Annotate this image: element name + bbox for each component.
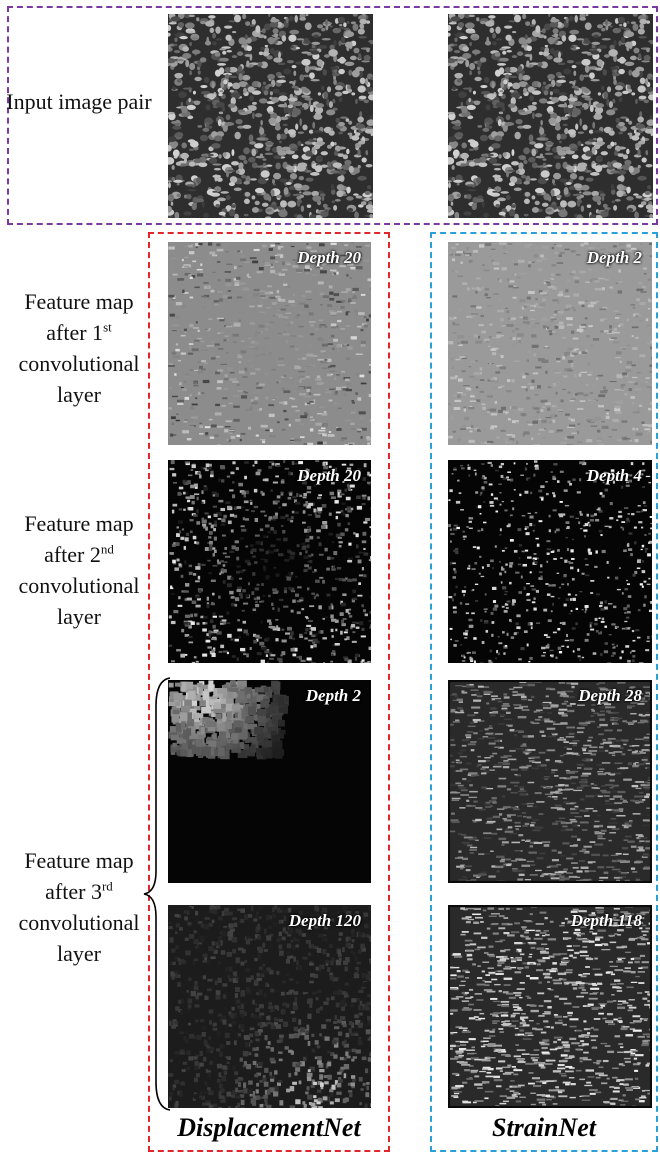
displacementnet-label: DisplacementNet <box>177 1113 361 1142</box>
depth-label: Depth 28 <box>578 686 642 705</box>
strainnet-label: StrainNet <box>491 1113 597 1142</box>
input-image-right <box>448 14 653 218</box>
depth-label: Depth 20 <box>297 466 361 485</box>
depth-label: Depth 2 <box>305 686 361 705</box>
displacementnet-frame <box>148 232 390 1152</box>
strain-feature-layer3-a: Depth 28 <box>448 680 652 883</box>
curly-brace <box>143 677 171 1111</box>
depth-label: Depth 20 <box>297 248 361 267</box>
input-pair-frame <box>7 6 658 225</box>
strain-feature-layer3-b: Depth 118 <box>448 905 652 1108</box>
depth-label: Depth 2 <box>586 248 642 267</box>
displacement-feature-layer1: Depth 20 <box>168 242 371 445</box>
input-image-left <box>168 14 373 218</box>
label-layer-3: Feature map after 3rd convolutional laye… <box>18 848 140 966</box>
label-layer-1: Feature map after 1st convolutional laye… <box>18 289 140 407</box>
strain-feature-layer1: Depth 2 <box>448 242 652 445</box>
label-layer-2: Feature map after 2nd convolutional laye… <box>18 511 140 629</box>
depth-label: Depth 120 <box>288 911 361 930</box>
label-input-image-pair: Input image pair <box>6 89 152 114</box>
depth-label: Depth 118 <box>570 911 642 930</box>
displacement-feature-layer3-b: Depth 120 <box>168 905 371 1108</box>
strainnet-frame <box>430 232 658 1152</box>
displacement-feature-layer2: Depth 20 <box>168 460 371 663</box>
depth-label: Depth 4 <box>586 466 642 485</box>
strain-feature-layer2: Depth 4 <box>448 460 652 663</box>
displacement-feature-layer3-a: Depth 2 <box>168 680 371 883</box>
